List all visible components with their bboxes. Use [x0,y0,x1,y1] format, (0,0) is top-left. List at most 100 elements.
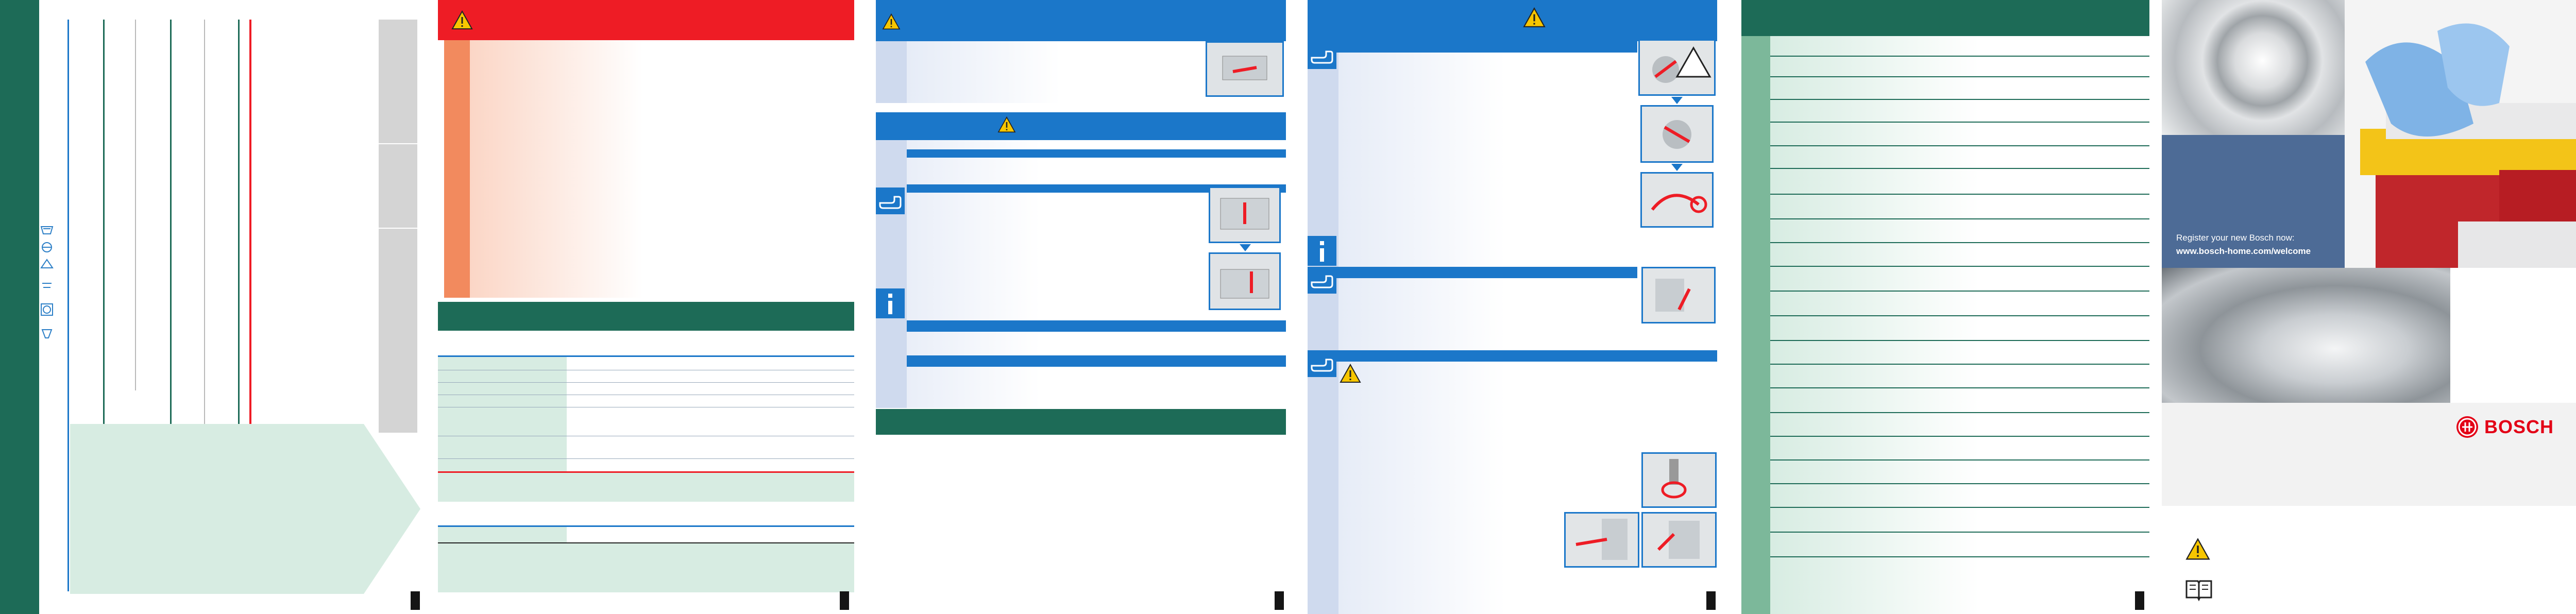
warning-icon [1523,7,1546,28]
panel-safety [438,0,860,614]
info-icon [1308,236,1336,266]
index-side-bar [1741,36,1770,614]
pump-open-image [1640,105,1714,163]
laundry-photo [2345,0,2576,268]
care-line-blue [67,20,69,591]
index-rule [1770,99,2149,100]
index-rule [1770,436,2149,437]
hose-filter-clean-image [1641,512,1717,568]
hand-icon [1308,44,1336,69]
care-line-green-2 [170,20,172,591]
index-rule [1770,168,2149,169]
care-sidebar [0,0,39,614]
index-rule [1770,412,2149,413]
pump-cover-image [1638,39,1716,96]
blue-rule-wide [1308,350,1717,362]
drum-photo [2162,268,2450,403]
index-rule [1770,364,2149,365]
warning-icon [1340,364,1361,383]
index-rule [1770,507,2149,508]
hand-icon [1308,269,1336,294]
care-arrow-band [70,424,420,594]
water-inlet-image [1641,452,1717,508]
arrow-down-icon [1671,164,1683,174]
blue-rule [907,355,1286,367]
blue-header-2 [876,112,1286,140]
bosch-wordmark: BOSCH [2484,416,2554,437]
index-rule [1770,387,2149,388]
table2-label-cell [438,527,567,542]
safety-gradient-area [470,40,854,298]
gray-tab-3 [379,229,417,433]
index-gradient [1770,36,2149,614]
arrow-down-icon [1671,97,1683,107]
arrow-down-icon [1240,244,1251,254]
panel-maintenance [1308,0,1725,614]
blue-rule [907,184,1286,193]
blue-header-1 [876,0,1286,41]
page-footer-mark [840,591,849,610]
index-rule [1770,194,2149,195]
index-rule [1770,556,2149,557]
care-line-gray-2 [204,20,205,591]
warning-icon [997,116,1016,133]
table-row-rule [438,382,854,383]
drawer-image [1206,41,1284,97]
blue-rule [1308,267,1637,278]
warning-icon [451,10,473,30]
register-box: Register your new Bosch now: www.bosch-h… [2162,135,2345,268]
care-symbols-icon [38,216,56,340]
manual-book-icon [2184,577,2213,604]
index-rule [1770,291,2149,292]
info-icon [876,288,905,318]
index-rule [1770,76,2149,77]
index-header [1741,0,2149,36]
pump-drain-image [1640,172,1714,228]
warning-icon [882,13,901,30]
care-line-green-3 [238,20,240,591]
safety-header [438,0,854,40]
care-line-gray-1 [135,20,136,390]
page-footer-mark [1275,591,1284,610]
index-rule [1770,340,2149,341]
table2-top-rule [438,525,854,527]
blue-header [1308,0,1717,41]
care-line-red [249,20,251,591]
safety-side-bar [444,40,470,298]
blue-rule [907,320,1286,332]
index-rule [1770,532,2149,533]
bosch-logo-icon [2456,416,2478,438]
hand-icon [1308,352,1336,377]
index-rule [1770,266,2149,267]
table-red-rule [438,471,854,473]
table2-rule [438,542,854,543]
page-footer-mark [411,591,420,610]
table2-note-band [438,543,854,592]
gray-tab-2 [379,144,417,228]
table-row-rule [438,458,854,459]
panel-detergent [876,0,1288,614]
page-footer-mark [2135,591,2144,610]
gray-tab-1 [379,20,417,143]
index-rule [1770,218,2149,219]
index-rule [1770,145,2149,146]
index-rule [1770,483,2149,484]
drawer-insert-image [1209,252,1281,310]
index-rule [1770,315,2149,316]
hose-remove-image [1564,512,1639,568]
section-header-green [438,302,854,331]
table-label-column [438,357,567,471]
index-rule [1770,459,2149,460]
table-top-rule [438,355,854,357]
section-footer-green [876,409,1286,435]
index-rule [1770,242,2149,243]
bosch-logo: BOSCH [2455,412,2576,443]
index-rule [1770,122,2149,123]
register-url[interactable]: www.bosch-home.com/welcome [2176,246,2311,256]
blue-rule [1308,41,1637,53]
panel-care-symbols [0,0,422,614]
drawer-open-image [1209,186,1281,243]
drum-door-photo [2162,0,2345,135]
panel-cover: Register your new Bosch now: www.bosch-h… [2162,0,2576,614]
index-rule [1770,56,2149,57]
